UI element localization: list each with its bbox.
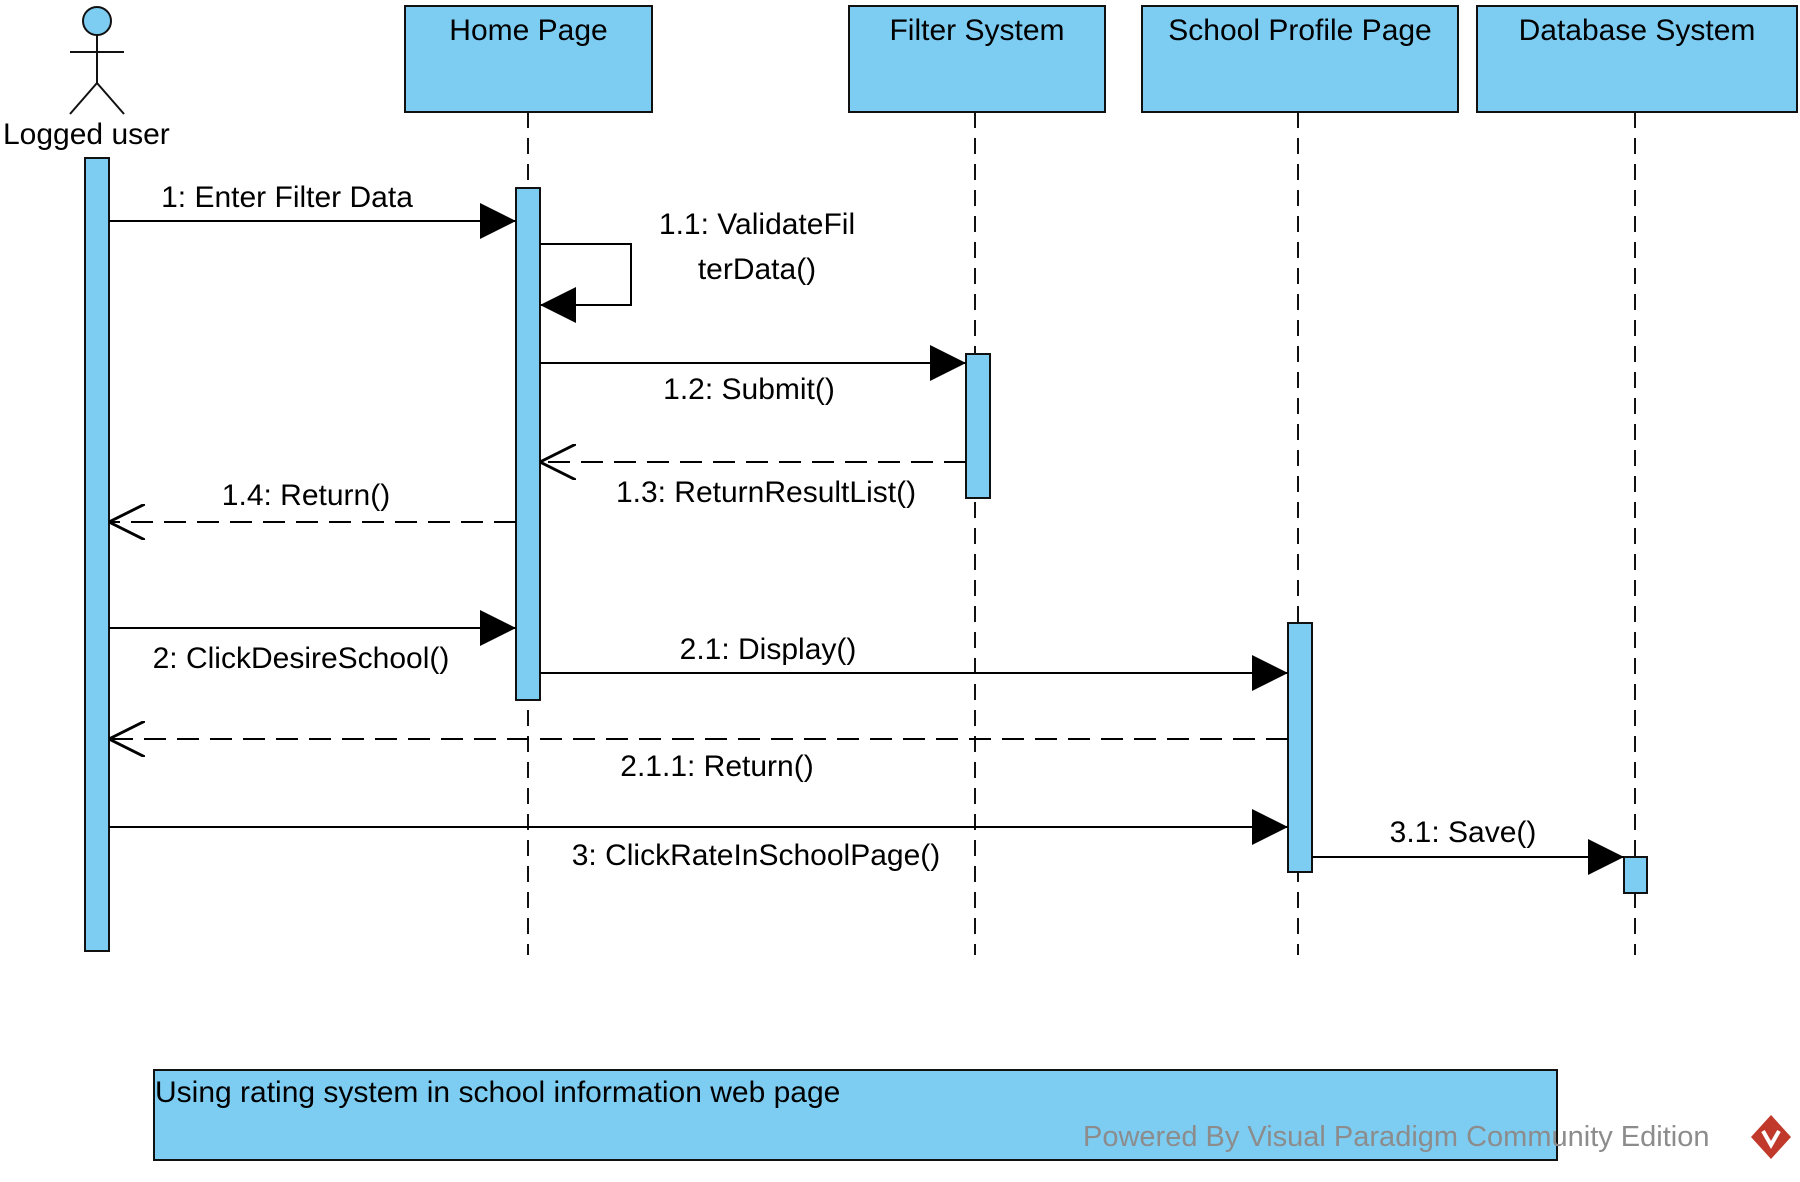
message-label-m2: 2: ClickDesireSchool() bbox=[152, 642, 450, 675]
message-label-m1_2: 1.2: Submit() bbox=[663, 373, 835, 406]
message-label-m1_3: 1.3: ReturnResultList() bbox=[615, 476, 917, 509]
message-label-m2_1: 2.1: Display() bbox=[679, 633, 857, 666]
message-label-m1: 1: Enter Filter Data bbox=[161, 181, 413, 214]
watermark-text: Powered By Visual Paradigm Community Edi… bbox=[1083, 1121, 1710, 1153]
actor-label: Logged user bbox=[3, 118, 170, 151]
message-label-m3_1: 3.1: Save() bbox=[1389, 816, 1537, 849]
lifeline-header-home[interactable]: Home Page bbox=[404, 5, 653, 113]
activation-database bbox=[1623, 856, 1648, 894]
message-label-m2_1_1: 2.1.1: Return() bbox=[620, 750, 814, 783]
visual-paradigm-logo-icon bbox=[1751, 1115, 1791, 1159]
activation-home bbox=[515, 187, 541, 701]
message-label-m3: 3: ClickRateInSchoolPage() bbox=[571, 839, 941, 872]
diagram-note[interactable]: Using rating system in school informatio… bbox=[153, 1069, 1558, 1161]
message-label-m1_1: 1.1: ValidateFilterData() bbox=[658, 208, 856, 286]
lifeline-header-filter[interactable]: Filter System bbox=[848, 5, 1106, 113]
activation-filter bbox=[965, 353, 991, 499]
actor-figure-icon bbox=[69, 6, 125, 115]
activation-actor bbox=[84, 157, 110, 952]
lifeline-header-database[interactable]: Database System bbox=[1476, 5, 1798, 113]
message-arrow-m1_1 bbox=[540, 243, 632, 323]
message-label-m1_4: 1.4: Return() bbox=[221, 479, 391, 512]
lifeline-header-profile[interactable]: School Profile Page bbox=[1141, 5, 1459, 113]
diagram-note-text: Using rating system in school informatio… bbox=[155, 1076, 841, 1109]
activation-profile bbox=[1287, 622, 1313, 873]
